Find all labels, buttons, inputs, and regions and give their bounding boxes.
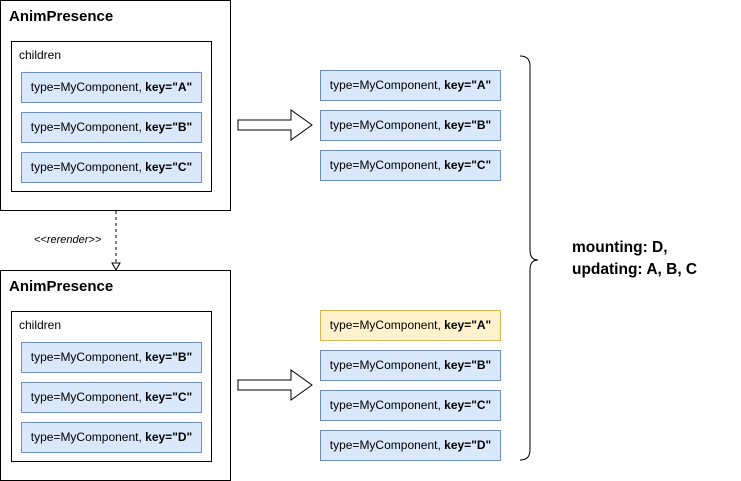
output-component-c: type=MyComponent, key="C" [320, 150, 501, 181]
type-text: type=MyComponent, [329, 398, 445, 412]
type-text: type=MyComponent, [30, 120, 146, 134]
type-text: type=MyComponent, [329, 118, 445, 132]
key-value: "B" [471, 358, 492, 372]
key-label: key= [444, 158, 472, 172]
key-label: key= [444, 318, 472, 332]
key-label: key= [444, 398, 472, 412]
output-component-a-exiting: type=MyComponent, key="A" [320, 310, 501, 341]
child-component-c: type=MyComponent, key="C" [21, 382, 202, 413]
key-label: key= [145, 160, 173, 174]
key-value: "A" [471, 318, 492, 332]
type-text: type=MyComponent, [30, 390, 146, 404]
key-label: key= [145, 390, 173, 404]
key-value: "A" [172, 80, 193, 94]
key-value: "C" [471, 158, 492, 172]
key-value: "D" [172, 430, 193, 444]
child-component-a: type=MyComponent, key="A" [21, 72, 202, 103]
output-component-b: type=MyComponent, key="B" [320, 350, 501, 381]
key-label: key= [145, 80, 173, 94]
key-value: "C" [172, 390, 193, 404]
key-value: "A" [471, 78, 492, 92]
key-value: "B" [471, 118, 492, 132]
key-label: key= [444, 118, 472, 132]
key-label: key= [145, 350, 173, 364]
type-text: type=MyComponent, [329, 78, 445, 92]
key-value: "C" [172, 160, 193, 174]
summary-line-updating: updating: A, B, C [572, 261, 698, 278]
children-box: children type=MyComponent, key="A" type=… [11, 41, 212, 192]
anim-presence-before: AnimPresence children type=MyComponent, … [0, 0, 231, 211]
summary-line-mounting: mounting: D, [572, 239, 668, 256]
anim-presence-title: AnimPresence [9, 8, 114, 25]
output-component-d: type=MyComponent, key="D" [320, 430, 501, 461]
rerender-label: <<rerender>> [34, 234, 102, 246]
key-label: key= [444, 78, 472, 92]
child-component-b: type=MyComponent, key="B" [21, 112, 202, 143]
anim-presence-title: AnimPresence [9, 278, 114, 295]
type-text: type=MyComponent, [30, 80, 146, 94]
children-label: children [19, 48, 62, 62]
child-component-b: type=MyComponent, key="B" [21, 342, 202, 373]
type-text: type=MyComponent, [329, 358, 445, 372]
key-label: key= [145, 120, 173, 134]
child-component-d: type=MyComponent, key="D" [21, 422, 202, 453]
output-component-b: type=MyComponent, key="B" [320, 110, 501, 141]
key-label: key= [444, 358, 472, 372]
type-text: type=MyComponent, [329, 158, 445, 172]
block-arrow-bottom [237, 369, 313, 401]
output-component-a: type=MyComponent, key="A" [320, 70, 501, 101]
key-value: "B" [172, 350, 193, 364]
key-label: key= [145, 430, 173, 444]
children-label: children [19, 318, 62, 332]
block-arrow-top [237, 109, 313, 141]
rerender-arrowhead [111, 262, 121, 272]
curly-brace [519, 55, 539, 461]
type-text: type=MyComponent, [30, 350, 146, 364]
type-text: type=MyComponent, [329, 318, 445, 332]
lifecycle-summary: mounting: D, updating: A, B, C [572, 237, 697, 281]
output-component-c: type=MyComponent, key="C" [320, 390, 501, 421]
key-label: key= [444, 438, 472, 452]
child-component-c: type=MyComponent, key="C" [21, 152, 202, 183]
type-text: type=MyComponent, [329, 438, 445, 452]
key-value: "C" [471, 398, 492, 412]
key-value: "B" [172, 120, 193, 134]
children-box: children type=MyComponent, key="B" type=… [11, 311, 212, 462]
anim-presence-after: AnimPresence children type=MyComponent, … [0, 270, 231, 481]
type-text: type=MyComponent, [30, 160, 146, 174]
type-text: type=MyComponent, [30, 430, 146, 444]
key-value: "D" [471, 438, 492, 452]
